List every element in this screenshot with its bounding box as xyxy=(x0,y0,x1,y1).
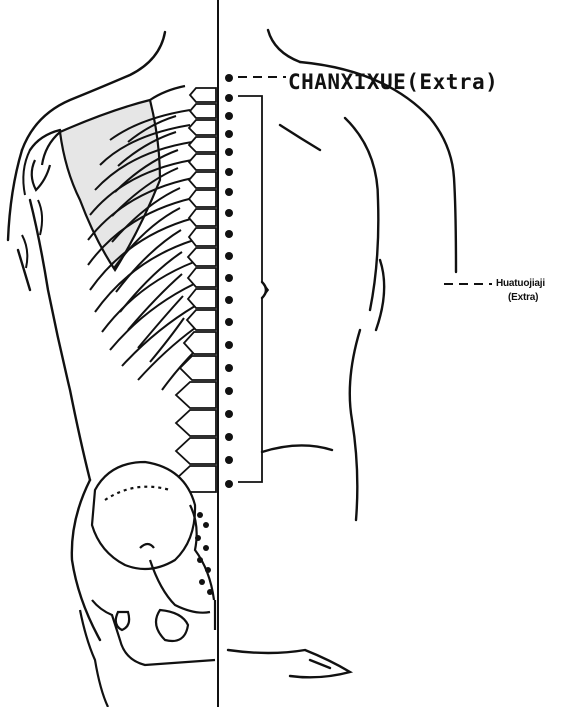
acupoint xyxy=(225,148,233,156)
chanxixue-label: CHANXIXUE(Extra) xyxy=(288,70,498,94)
acupoint xyxy=(225,74,233,82)
huatuojiaji-label: Huatuojiaji xyxy=(496,278,545,289)
femur xyxy=(80,600,215,707)
acupoint xyxy=(225,130,233,138)
acupoint xyxy=(225,318,233,326)
acupoint xyxy=(225,364,233,372)
acupoint xyxy=(225,94,233,102)
huatuojiaji-extra-label: (Extra) xyxy=(508,292,538,303)
acupoint xyxy=(225,296,233,304)
huatuojiaji-bracket xyxy=(238,96,268,482)
acupoint xyxy=(225,230,233,238)
chanxixue-points xyxy=(225,74,233,488)
acupoint xyxy=(225,209,233,217)
acupoint xyxy=(225,274,233,282)
acupoint xyxy=(225,252,233,260)
acupoint xyxy=(225,387,233,395)
acupoint xyxy=(225,480,233,488)
acupoint xyxy=(225,433,233,441)
acupoint xyxy=(225,410,233,418)
acupoint xyxy=(225,456,233,464)
acupoint xyxy=(225,188,233,196)
acupoint xyxy=(225,341,233,349)
acupoint xyxy=(225,112,233,120)
acupoint xyxy=(225,168,233,176)
